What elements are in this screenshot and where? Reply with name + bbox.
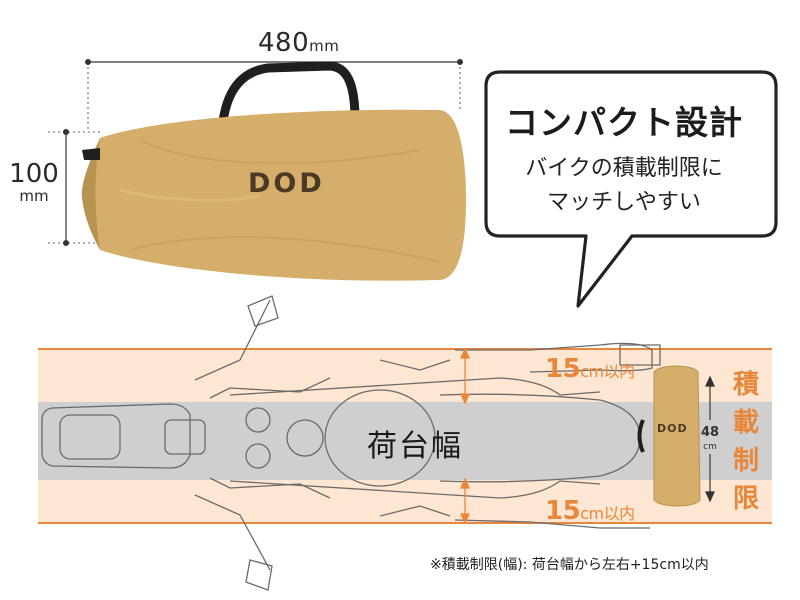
motorcycle-top-view [41,295,661,591]
width-value: 480 [258,28,310,58]
limit-unit: cm以内 [580,504,635,523]
height-unit: mm [19,187,49,205]
bubble-body: バイクの積載制限に マッチしやすい [490,152,758,220]
limit-label-bottom: 15cm以内 [545,496,635,526]
vertical-label-char: 限 [732,484,759,514]
limit-value: 15 [545,496,581,526]
bubble-title: コンパクト設計 [505,103,743,142]
limit-guide-arrows [459,347,471,525]
brand-logo-small: DOD [657,422,688,435]
speech-bubble [484,70,778,308]
bubble-body-line1: バイクの積載制限に [525,156,723,181]
footnote: ※積載制限(幅): 荷台幅から左右+15cm以内 [430,557,709,573]
pack-length-arrow [705,375,715,503]
carrier-deck-band [38,402,772,480]
vertical-load-limit-label: 積 載 制 限 [731,366,761,518]
carrier-deck-label: 荷台幅 [367,429,463,464]
vertical-label-char: 載 [732,408,759,438]
brand-logo: DOD [248,168,325,199]
width-unit: mm [309,37,340,55]
height-dimension-line [48,129,130,247]
limit-value: 15 [545,354,581,384]
height-label: 100 mm [6,160,62,204]
width-label: 480mm [258,28,339,58]
vertical-label-char: 制 [732,446,759,476]
vertical-label-char: 積 [732,370,759,400]
width-dimension-line [84,58,464,132]
bubble-body-line2: マッチしやすい [547,190,701,215]
packed-bag-on-bike [637,365,701,507]
limit-unit: cm以内 [580,362,635,381]
pack-length-unit: cm [703,442,717,452]
limit-label-top: 15cm以内 [545,354,635,384]
pack-length-label: 48 cm [699,426,721,454]
stuff-sack-image [81,61,466,281]
pack-length-value: 48 [700,425,720,440]
height-value: 100 [9,159,59,189]
